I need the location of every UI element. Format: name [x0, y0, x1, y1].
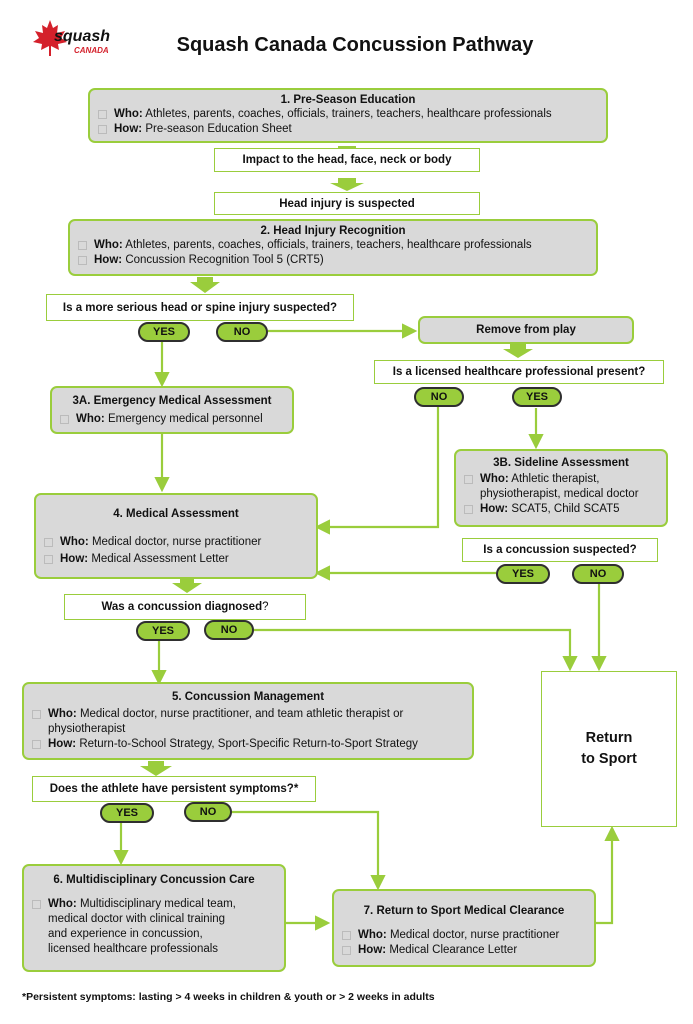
pill-no: NO	[572, 564, 624, 584]
pill-no: NO	[204, 620, 254, 640]
box-emergency-medical-assessment: 3A. Emergency Medical Assessment Who: Em…	[50, 386, 294, 434]
bullet-icon	[32, 710, 41, 719]
bullet-icon	[32, 740, 41, 749]
bullet-icon	[32, 900, 41, 909]
box-pre-season-education: 1. Pre-Season Education Who: Athletes, p…	[88, 88, 608, 143]
how-line: How: SCAT5, Child SCAT5	[464, 502, 658, 517]
box-head-injury-recognition: 2. Head Injury Recognition Who: Athletes…	[68, 219, 598, 276]
box-title: 6. Multidisciplinary Concussion Care	[53, 874, 255, 886]
box-title: 7. Return to Sport Medical Clearance	[363, 905, 565, 917]
bullet-icon	[60, 415, 69, 424]
who-line: Who: Medical doctor, nurse practitioner	[44, 535, 308, 550]
box-return-to-sport: Return to Sport	[541, 671, 677, 827]
question-persistent-symptoms: Does the athlete have persistent symptom…	[32, 776, 316, 802]
box-title: 3B. Sideline Assessment	[493, 457, 629, 469]
page-title: Squash Canada Concussion Pathway	[176, 34, 534, 56]
bullet-icon	[78, 256, 87, 265]
box-title: 4. Medical Assessment	[113, 508, 239, 520]
rts-line-1: Return	[585, 730, 633, 746]
who-line: Who: Athletes, parents, coaches, officia…	[78, 238, 588, 253]
bullet-icon	[342, 931, 351, 940]
arrow-no-7	[230, 810, 386, 891]
who-line: Who: Athletic therapist,	[464, 472, 658, 487]
box-impact: Impact to the head, face, neck or body	[214, 148, 480, 172]
bullet-icon	[98, 110, 107, 119]
box-title: 2. Head Injury Recognition	[260, 225, 406, 237]
box-head-injury-suspected: Head injury is suspected	[214, 192, 480, 215]
arrow-no-rts-left	[254, 628, 578, 672]
pill-no: NO	[184, 802, 232, 822]
bullet-icon	[464, 505, 473, 514]
how-line: How: Return-to-School Strategy, Sport-Sp…	[32, 737, 464, 752]
pill-no: NO	[414, 387, 464, 407]
box-sideline-assessment: 3B. Sideline Assessment Who: Athletic th…	[454, 449, 668, 527]
who-line: Who: Emergency medical personnel	[60, 412, 284, 427]
how-line: How: Concussion Recognition Tool 5 (CRT5…	[78, 253, 588, 268]
pill-yes: YES	[100, 803, 154, 823]
box-return-to-sport-clearance: 7. Return to Sport Medical Clearance Who…	[332, 889, 596, 967]
pill-yes: YES	[136, 621, 190, 641]
question-serious-injury: Is a more serious head or spine injury s…	[46, 294, 354, 321]
box-title: 1. Pre-Season Education	[280, 94, 416, 106]
box-multidisciplinary-care: 6. Multidisciplinary Concussion Care Who…	[22, 864, 286, 972]
who-line: Who: Medical doctor, nurse practitioner,…	[32, 707, 464, 722]
box-remove-from-play: Remove from play	[418, 316, 634, 344]
logo-text: squash	[54, 28, 111, 45]
bullet-icon	[44, 555, 53, 564]
footnote: *Persistent symptoms: lasting > 4 weeks …	[22, 991, 435, 1003]
how-line: How: Medical Assessment Letter	[44, 552, 308, 567]
squash-canada-logo: squash CANADA	[30, 16, 110, 70]
bullet-icon	[342, 946, 351, 955]
rts-line-2: to Sport	[581, 751, 637, 767]
who-line-cont: licensed healthcare professionals	[48, 943, 219, 955]
question-concussion-diagnosed: Was a concussion diagnosed?	[64, 594, 306, 620]
arrow-no-4	[314, 407, 440, 535]
maple-leaf-icon	[33, 20, 67, 56]
bullet-icon	[78, 241, 87, 250]
pill-no: NO	[216, 322, 268, 342]
bullet-icon	[98, 125, 107, 134]
arrow-7-rts	[596, 825, 620, 925]
how-line: How: Pre-season Education Sheet	[98, 122, 598, 137]
box-title: 3A. Emergency Medical Assessment	[72, 395, 272, 407]
box-medical-assessment: 4. Medical Assessment Who: Medical docto…	[34, 493, 318, 579]
who-line: Who: Athletes, parents, coaches, officia…	[98, 107, 598, 122]
who-line-cont: physiotherapist	[48, 723, 126, 735]
who-line: Who: Medical doctor, nurse practitioner	[342, 928, 586, 943]
pill-yes: YES	[496, 564, 550, 584]
pill-yes: YES	[138, 322, 190, 342]
box-title: 5. Concussion Management	[171, 691, 325, 703]
box-concussion-management: 5. Concussion Management Who: Medical do…	[22, 682, 474, 760]
bullet-icon	[464, 475, 473, 484]
who-line-cont: physiotherapist, medical doctor	[480, 488, 639, 500]
how-line: How: Medical Clearance Letter	[342, 943, 586, 958]
question-licensed-professional: Is a licensed healthcare professional pr…	[374, 360, 664, 384]
bullet-icon	[44, 538, 53, 547]
question-concussion-suspected: Is a concussion suspected?	[462, 538, 658, 562]
logo-subtext: CANADA	[74, 46, 109, 55]
who-line: Who: Multidisciplinary medical team,	[32, 897, 276, 912]
who-line-cont: medical doctor with clinical training	[48, 913, 226, 925]
pill-yes: YES	[512, 387, 562, 407]
who-line-cont: and experience in concussion,	[48, 928, 203, 940]
